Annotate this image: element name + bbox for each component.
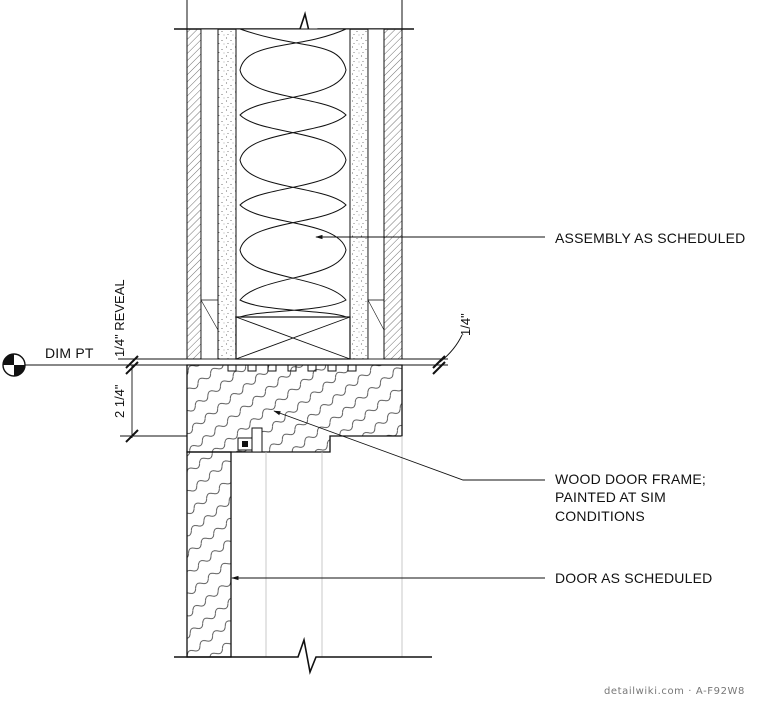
reveal-dimension: 1/4" REVEAL bbox=[112, 279, 127, 357]
gap-dimension: 1/4" bbox=[458, 313, 473, 336]
annotations: ASSEMBLY AS SCHEDULED WOOD DOOR FRAME; P… bbox=[231, 230, 745, 586]
right-finish-panel bbox=[383, 28, 403, 360]
insulation-cavity bbox=[235, 28, 351, 318]
frame-note-line3: CONDITIONS bbox=[555, 508, 645, 524]
frame-note-line2: PAINTED AT SIM bbox=[555, 489, 666, 505]
dim-pt-symbol bbox=[2, 353, 26, 377]
door-frame bbox=[186, 364, 403, 453]
watermark: detailwiki.com · A-F92W8 bbox=[604, 686, 745, 697]
left-finish-panel bbox=[186, 28, 202, 360]
bottom-break-line bbox=[174, 636, 432, 675]
door-leaf bbox=[186, 451, 232, 658]
dim-pt-label: DIM PT bbox=[45, 345, 94, 361]
frame-head bbox=[186, 364, 403, 453]
frame-kerfs bbox=[227, 365, 357, 372]
wall-assembly bbox=[174, 0, 414, 360]
head-depth-dimension: 2 1/4" bbox=[112, 384, 127, 418]
assembly-note: ASSEMBLY AS SCHEDULED bbox=[555, 230, 745, 246]
dimensions: DIM PT 2 1/4" 1/4" REVEAL 1/4" bbox=[2, 279, 473, 443]
frame-leader bbox=[273, 410, 545, 481]
door-seal bbox=[251, 427, 263, 453]
door bbox=[174, 436, 432, 675]
frame-note-line1: WOOD DOOR FRAME; bbox=[555, 471, 706, 487]
right-gypsum-board bbox=[349, 28, 369, 360]
door-note: DOOR AS SCHEDULED bbox=[555, 570, 712, 586]
left-sheathing bbox=[200, 28, 219, 360]
right-sheathing bbox=[367, 28, 385, 360]
left-gypsum-board bbox=[217, 28, 237, 360]
batt-insulation bbox=[239, 28, 347, 318]
